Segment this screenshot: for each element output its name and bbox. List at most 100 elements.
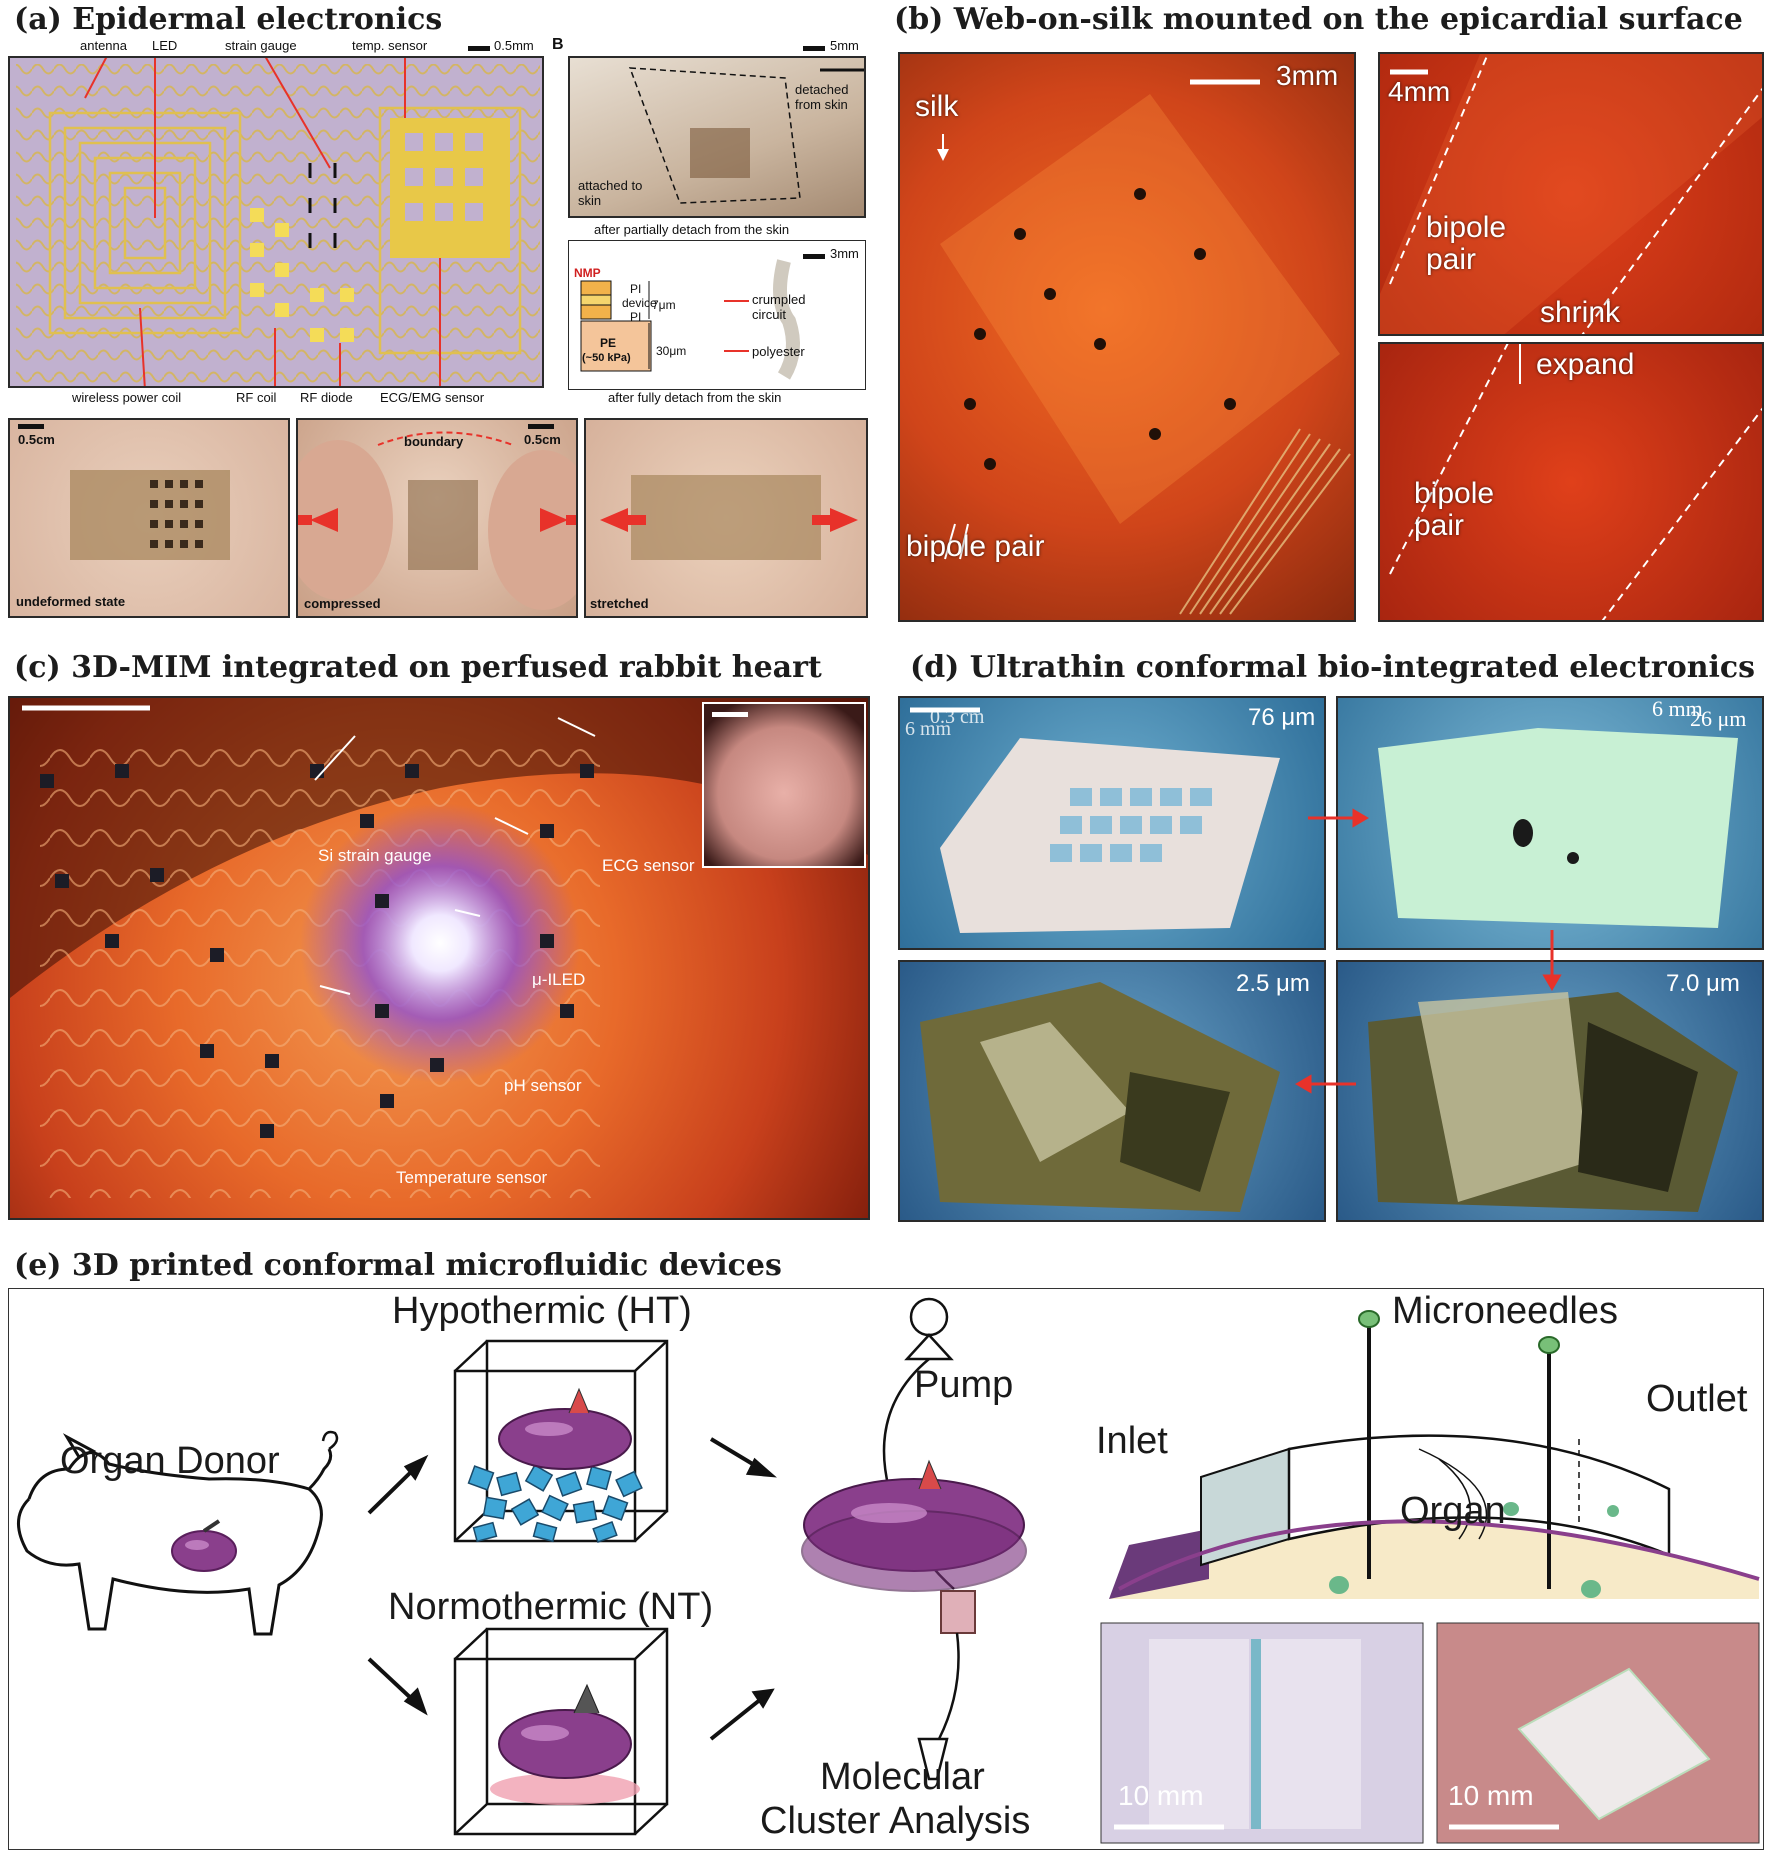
ultrathin-photo-7-0um bbox=[1336, 960, 1764, 1222]
label-expand: expand bbox=[1536, 348, 1635, 381]
panel-e-title: (e) 3D printed conformal microfluidic de… bbox=[14, 1248, 782, 1283]
label-silk: silk bbox=[915, 90, 959, 123]
label-ecg-sensor: ECG sensor bbox=[602, 856, 695, 875]
label-undeformed: undeformed state bbox=[16, 594, 126, 609]
web-on-silk-drawing bbox=[937, 79, 1351, 615]
label-bipole-pair-top: bipole pair bbox=[1426, 211, 1507, 276]
label-compressed: compressed bbox=[304, 596, 381, 611]
label-attached-to-skin: attached to skin bbox=[578, 178, 643, 208]
label-pump: Pump bbox=[914, 1364, 1014, 1406]
ultrathin-2-5um-drawing bbox=[920, 982, 1280, 1212]
undeformed-photo bbox=[8, 418, 290, 618]
label-5mm: 5mm bbox=[830, 38, 859, 53]
label-7um: 7μm bbox=[652, 298, 676, 312]
label-6mm-tr: 6 mm bbox=[1652, 696, 1703, 721]
shrink-photo bbox=[1378, 52, 1764, 336]
label-mu-iled: μ-ILED bbox=[532, 970, 586, 989]
label-detached-from-skin: detached from skin bbox=[795, 82, 849, 112]
ultrathin-7-0um-drawing bbox=[1368, 992, 1738, 1212]
label-organ: Organ bbox=[1400, 1490, 1506, 1532]
ultrathin-photo-76um bbox=[898, 696, 1326, 950]
label-boundary: boundary bbox=[404, 434, 464, 449]
partial-detach-photo bbox=[568, 56, 866, 218]
label-hypothermic: Hypothermic (HT) bbox=[392, 1290, 692, 1332]
stretched-photo bbox=[584, 418, 868, 618]
label-pe: PE bbox=[600, 336, 617, 350]
label-3mm-b: 3mm bbox=[1276, 60, 1339, 91]
label-temperature-sensor: Temperature sensor bbox=[396, 1168, 548, 1187]
panel-b-title: (b) Web-on-silk mounted on the epicardia… bbox=[894, 2, 1743, 37]
label-10mm-right: 10 mm bbox=[1448, 1780, 1534, 1811]
label-inlet: Inlet bbox=[1096, 1420, 1168, 1462]
panel-c-title: (c) 3D-MIM integrated on perfused rabbit… bbox=[14, 650, 822, 685]
label-4mm: 4mm bbox=[1388, 76, 1451, 107]
layer-stack-drawing bbox=[580, 259, 800, 380]
inset-scale-bar bbox=[712, 712, 748, 717]
ultrathin-photo-2-5um bbox=[898, 960, 1326, 1222]
label-rf-diode: RF diode bbox=[300, 390, 353, 405]
stretched-drawing bbox=[600, 475, 858, 560]
microfluidic-diagram bbox=[17, 1297, 1760, 1844]
label-76um: 76 μm bbox=[1248, 704, 1316, 731]
caption-full-detach: after fully detach from the skin bbox=[608, 390, 782, 405]
label-device: device bbox=[622, 296, 657, 310]
label-cluster-analysis: Cluster Analysis bbox=[760, 1800, 1031, 1842]
heart-inset-photo bbox=[702, 702, 866, 868]
label-3mm: 3mm bbox=[830, 246, 859, 261]
rabbit-heart-photo bbox=[8, 696, 870, 1220]
label-0-3cm: 0.3 cm bbox=[930, 706, 985, 728]
ultrathin-76um-drawing bbox=[910, 707, 1280, 933]
layer-schematic bbox=[568, 240, 866, 390]
label-crumpled-circuit: crumpled circuit bbox=[752, 292, 806, 322]
scale-bar-3mm bbox=[803, 254, 825, 259]
label-molecular: Molecular bbox=[820, 1756, 985, 1798]
label-pi-top: PI bbox=[630, 282, 642, 296]
rabbit-heart-drawing bbox=[10, 698, 868, 1198]
device-circuit-drawing bbox=[10, 58, 542, 386]
label-10mm-left: 10 mm bbox=[1118, 1780, 1204, 1811]
scale-bar bbox=[468, 46, 490, 51]
label-scale: 0.5mm bbox=[494, 38, 534, 53]
undeformed-device-drawing bbox=[70, 470, 230, 560]
label-ph-sensor: pH sensor bbox=[504, 1076, 582, 1095]
caption-partial-detach: after partially detach from the skin bbox=[594, 222, 790, 237]
ultrathin-26um-drawing bbox=[1378, 728, 1738, 928]
label-strain-gauge: strain gauge bbox=[225, 38, 297, 53]
label-scale-undeformed: 0.5cm bbox=[18, 432, 55, 447]
panel-b-marker: B bbox=[552, 36, 564, 53]
label-ecg-emg-sensor: ECG/EMG sensor bbox=[380, 390, 485, 405]
label-2-5um: 2.5 μm bbox=[1236, 970, 1310, 997]
compressed-drawing bbox=[298, 431, 576, 610]
detach-outline-drawing bbox=[628, 67, 864, 204]
label-led: LED bbox=[152, 38, 178, 53]
label-rf-coil: RF coil bbox=[236, 390, 277, 405]
epidermal-device-photo bbox=[8, 56, 544, 388]
scale-bar-undeformed bbox=[18, 424, 44, 429]
expand-drawing bbox=[1389, 344, 1762, 620]
scale-bar-compressed bbox=[528, 424, 554, 429]
label-organ-donor: Organ Donor bbox=[60, 1440, 280, 1482]
label-pi-bottom: PI bbox=[630, 310, 642, 324]
label-26um: 26 μm bbox=[1690, 706, 1747, 731]
label-antenna: antenna bbox=[80, 38, 127, 53]
expand-photo bbox=[1378, 342, 1764, 622]
label-microneedles: Microneedles bbox=[1392, 1290, 1618, 1332]
label-wireless-power-coil: wireless power coil bbox=[72, 390, 182, 405]
label-pe-modulus: (~50 kPa) bbox=[582, 352, 631, 364]
label-scale-compressed: 0.5cm bbox=[524, 432, 561, 447]
label-polyester: polyester bbox=[752, 344, 805, 359]
label-7-0um: 7.0 μm bbox=[1666, 970, 1740, 997]
label-si-strain-gauge: Si strain gauge bbox=[318, 846, 432, 865]
label-stretched: stretched bbox=[590, 596, 649, 611]
compressed-photo bbox=[296, 418, 578, 618]
scale-bar-5mm bbox=[803, 46, 825, 51]
shrink-drawing bbox=[1380, 54, 1762, 334]
label-normothermic: Normothermic (NT) bbox=[388, 1586, 714, 1628]
label-temp-sensor: temp. sensor bbox=[352, 38, 428, 53]
web-on-silk-photo bbox=[898, 52, 1356, 622]
panel-e-frame bbox=[8, 1288, 1764, 1850]
panel-d-arrows bbox=[1300, 920, 1380, 1000]
label-nmp: NMP bbox=[574, 266, 601, 280]
label-bipole-pair-bottom: bipole pair bbox=[1414, 477, 1495, 542]
panel-d-title: (d) Ultrathin conformal bio-integrated e… bbox=[910, 650, 1756, 685]
